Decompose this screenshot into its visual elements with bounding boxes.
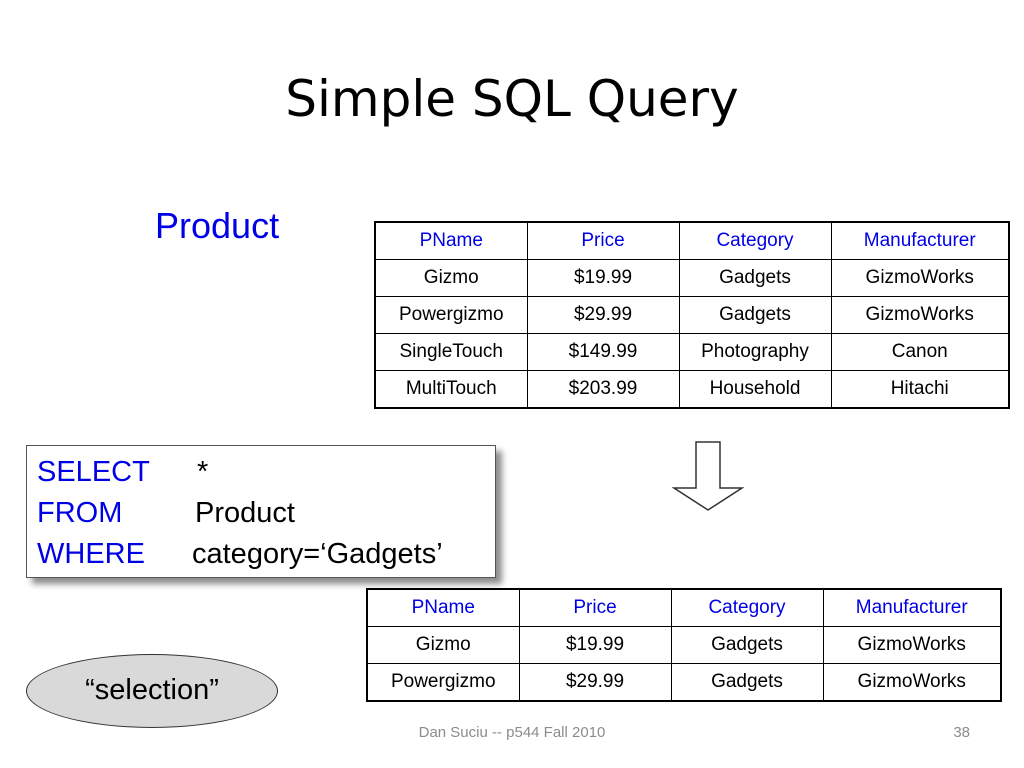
- table-header-row: PName Price Category Manufacturer: [374, 221, 1010, 260]
- table-row: Gizmo $19.99 Gadgets GizmoWorks: [374, 259, 1010, 297]
- table-cell: Gizmo: [374, 259, 528, 297]
- column-header: PName: [366, 588, 520, 627]
- table-cell: GizmoWorks: [822, 626, 1002, 664]
- from-clause: FROM Product: [27, 493, 495, 534]
- page-number: 38: [953, 724, 970, 741]
- table-cell: Photography: [678, 333, 832, 371]
- column-header: Price: [518, 588, 672, 627]
- where-argument: category=‘Gadgets’: [192, 538, 443, 570]
- table-cell: $149.99: [526, 333, 680, 371]
- slide-title: Simple SQL Query: [285, 70, 739, 128]
- table-cell: Gadgets: [678, 259, 832, 297]
- select-keyword: SELECT: [37, 456, 150, 488]
- table-row: Powergizmo $29.99 Gadgets GizmoWorks: [374, 296, 1010, 334]
- column-header: Manufacturer: [830, 221, 1010, 260]
- table-cell: GizmoWorks: [822, 663, 1002, 702]
- table-cell: Canon: [830, 333, 1010, 371]
- table-cell: Gadgets: [670, 626, 824, 664]
- where-clause: WHERE category=‘Gadgets’: [27, 534, 495, 575]
- select-clause: SELECT *: [27, 452, 495, 493]
- table-row: Powergizmo $29.99 Gadgets GizmoWorks: [366, 663, 1002, 702]
- table-cell: Household: [678, 370, 832, 409]
- column-header: Category: [678, 221, 832, 260]
- column-header: Manufacturer: [822, 588, 1002, 627]
- where-keyword: WHERE: [37, 538, 145, 570]
- from-keyword: FROM: [37, 497, 123, 529]
- result-table: PName Price Category Manufacturer Gizmo …: [366, 588, 1002, 702]
- table-cell: Powergizmo: [366, 663, 520, 702]
- column-header: Category: [670, 588, 824, 627]
- table-header-row: PName Price Category Manufacturer: [366, 588, 1002, 627]
- selection-label: “selection”: [26, 654, 278, 728]
- table-cell: $19.99: [526, 259, 680, 297]
- product-table: PName Price Category Manufacturer Gizmo …: [374, 221, 1010, 409]
- table-cell: $29.99: [518, 663, 672, 702]
- table-cell: Powergizmo: [374, 296, 528, 334]
- sql-query-box: SELECT * FROM Product WHERE category=‘Ga…: [26, 445, 496, 578]
- column-header: PName: [374, 221, 528, 260]
- table-cell: GizmoWorks: [830, 296, 1010, 334]
- table-cell: $19.99: [518, 626, 672, 664]
- table-cell: MultiTouch: [374, 370, 528, 409]
- column-header: Price: [526, 221, 680, 260]
- table-cell: $203.99: [526, 370, 680, 409]
- down-arrow-icon: [672, 441, 744, 511]
- footer-text: Dan Suciu -- p544 Fall 2010: [418, 724, 606, 741]
- table-caption: Product: [155, 205, 280, 246]
- table-row: MultiTouch $203.99 Household Hitachi: [374, 370, 1010, 409]
- select-argument: *: [197, 456, 209, 488]
- table-cell: Hitachi: [830, 370, 1010, 409]
- table-cell: Gadgets: [670, 663, 824, 702]
- from-argument: Product: [195, 497, 295, 529]
- table-cell: $29.99: [526, 296, 680, 334]
- table-cell: SingleTouch: [374, 333, 528, 371]
- table-cell: Gadgets: [678, 296, 832, 334]
- table-row: Gizmo $19.99 Gadgets GizmoWorks: [366, 626, 1002, 664]
- table-cell: GizmoWorks: [830, 259, 1010, 297]
- table-row: SingleTouch $149.99 Photography Canon: [374, 333, 1010, 371]
- table-cell: Gizmo: [366, 626, 520, 664]
